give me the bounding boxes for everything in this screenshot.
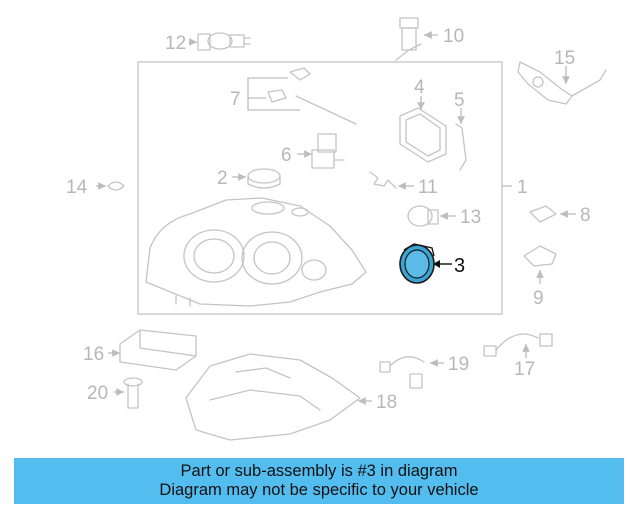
callout-8: 8 xyxy=(580,205,591,226)
part-15-actuator xyxy=(517,61,607,105)
callout-15: 15 xyxy=(554,48,575,69)
part-11-clip xyxy=(369,171,397,189)
part-5-bracket xyxy=(455,123,467,171)
part-4-seal xyxy=(399,107,447,163)
callout-1: 1 xyxy=(517,177,528,198)
callout-20: 20 xyxy=(87,383,108,404)
part-9-bulb xyxy=(523,245,557,267)
callout-5: 5 xyxy=(454,90,465,111)
part-18-bracket xyxy=(185,353,361,441)
callout-10: 10 xyxy=(443,26,464,47)
part-14-grommet xyxy=(107,181,125,191)
callout-16: 16 xyxy=(83,344,104,365)
assembly-frame xyxy=(137,61,503,315)
arrow-3 xyxy=(433,260,440,268)
part-10-bulb xyxy=(395,17,422,61)
part-3-cap-highlighted xyxy=(399,243,435,284)
part-7-screws xyxy=(267,67,357,125)
part-2-cap xyxy=(247,168,281,189)
parts-diagram: 12 10 15 7 4 5 6 xyxy=(66,17,607,441)
part-8-clip xyxy=(529,205,557,223)
callout-19: 19 xyxy=(448,354,469,375)
part-13-socket xyxy=(407,205,439,227)
callout-3: 3 xyxy=(454,255,465,277)
banner-line-2: Diagram may not be specific to your vehi… xyxy=(159,481,479,499)
callout-12: 12 xyxy=(165,33,186,54)
callout-4: 4 xyxy=(414,77,425,98)
callout-6: 6 xyxy=(281,145,292,166)
banner-line-1: Part or sub-assembly is #3 in diagram xyxy=(180,462,458,480)
callout-14: 14 xyxy=(66,177,88,198)
callout-17: 17 xyxy=(514,359,535,380)
part-12-bulb xyxy=(197,32,251,51)
part-16-module xyxy=(119,329,197,371)
callout-2: 2 xyxy=(217,168,228,189)
headlamp-housing xyxy=(145,197,367,307)
callout-13: 13 xyxy=(460,207,481,228)
leader-7 xyxy=(247,77,300,111)
part-19-wiring xyxy=(379,356,425,389)
callout-7: 7 xyxy=(230,89,241,110)
part-17-wiring xyxy=(483,333,553,357)
part-6-module xyxy=(311,133,345,169)
callout-11: 11 xyxy=(418,177,438,198)
info-banner: Part or sub-assembly is #3 in diagram Di… xyxy=(14,458,624,504)
callout-18: 18 xyxy=(376,392,397,413)
callout-9: 9 xyxy=(533,288,544,309)
part-20-bolt xyxy=(123,377,143,409)
